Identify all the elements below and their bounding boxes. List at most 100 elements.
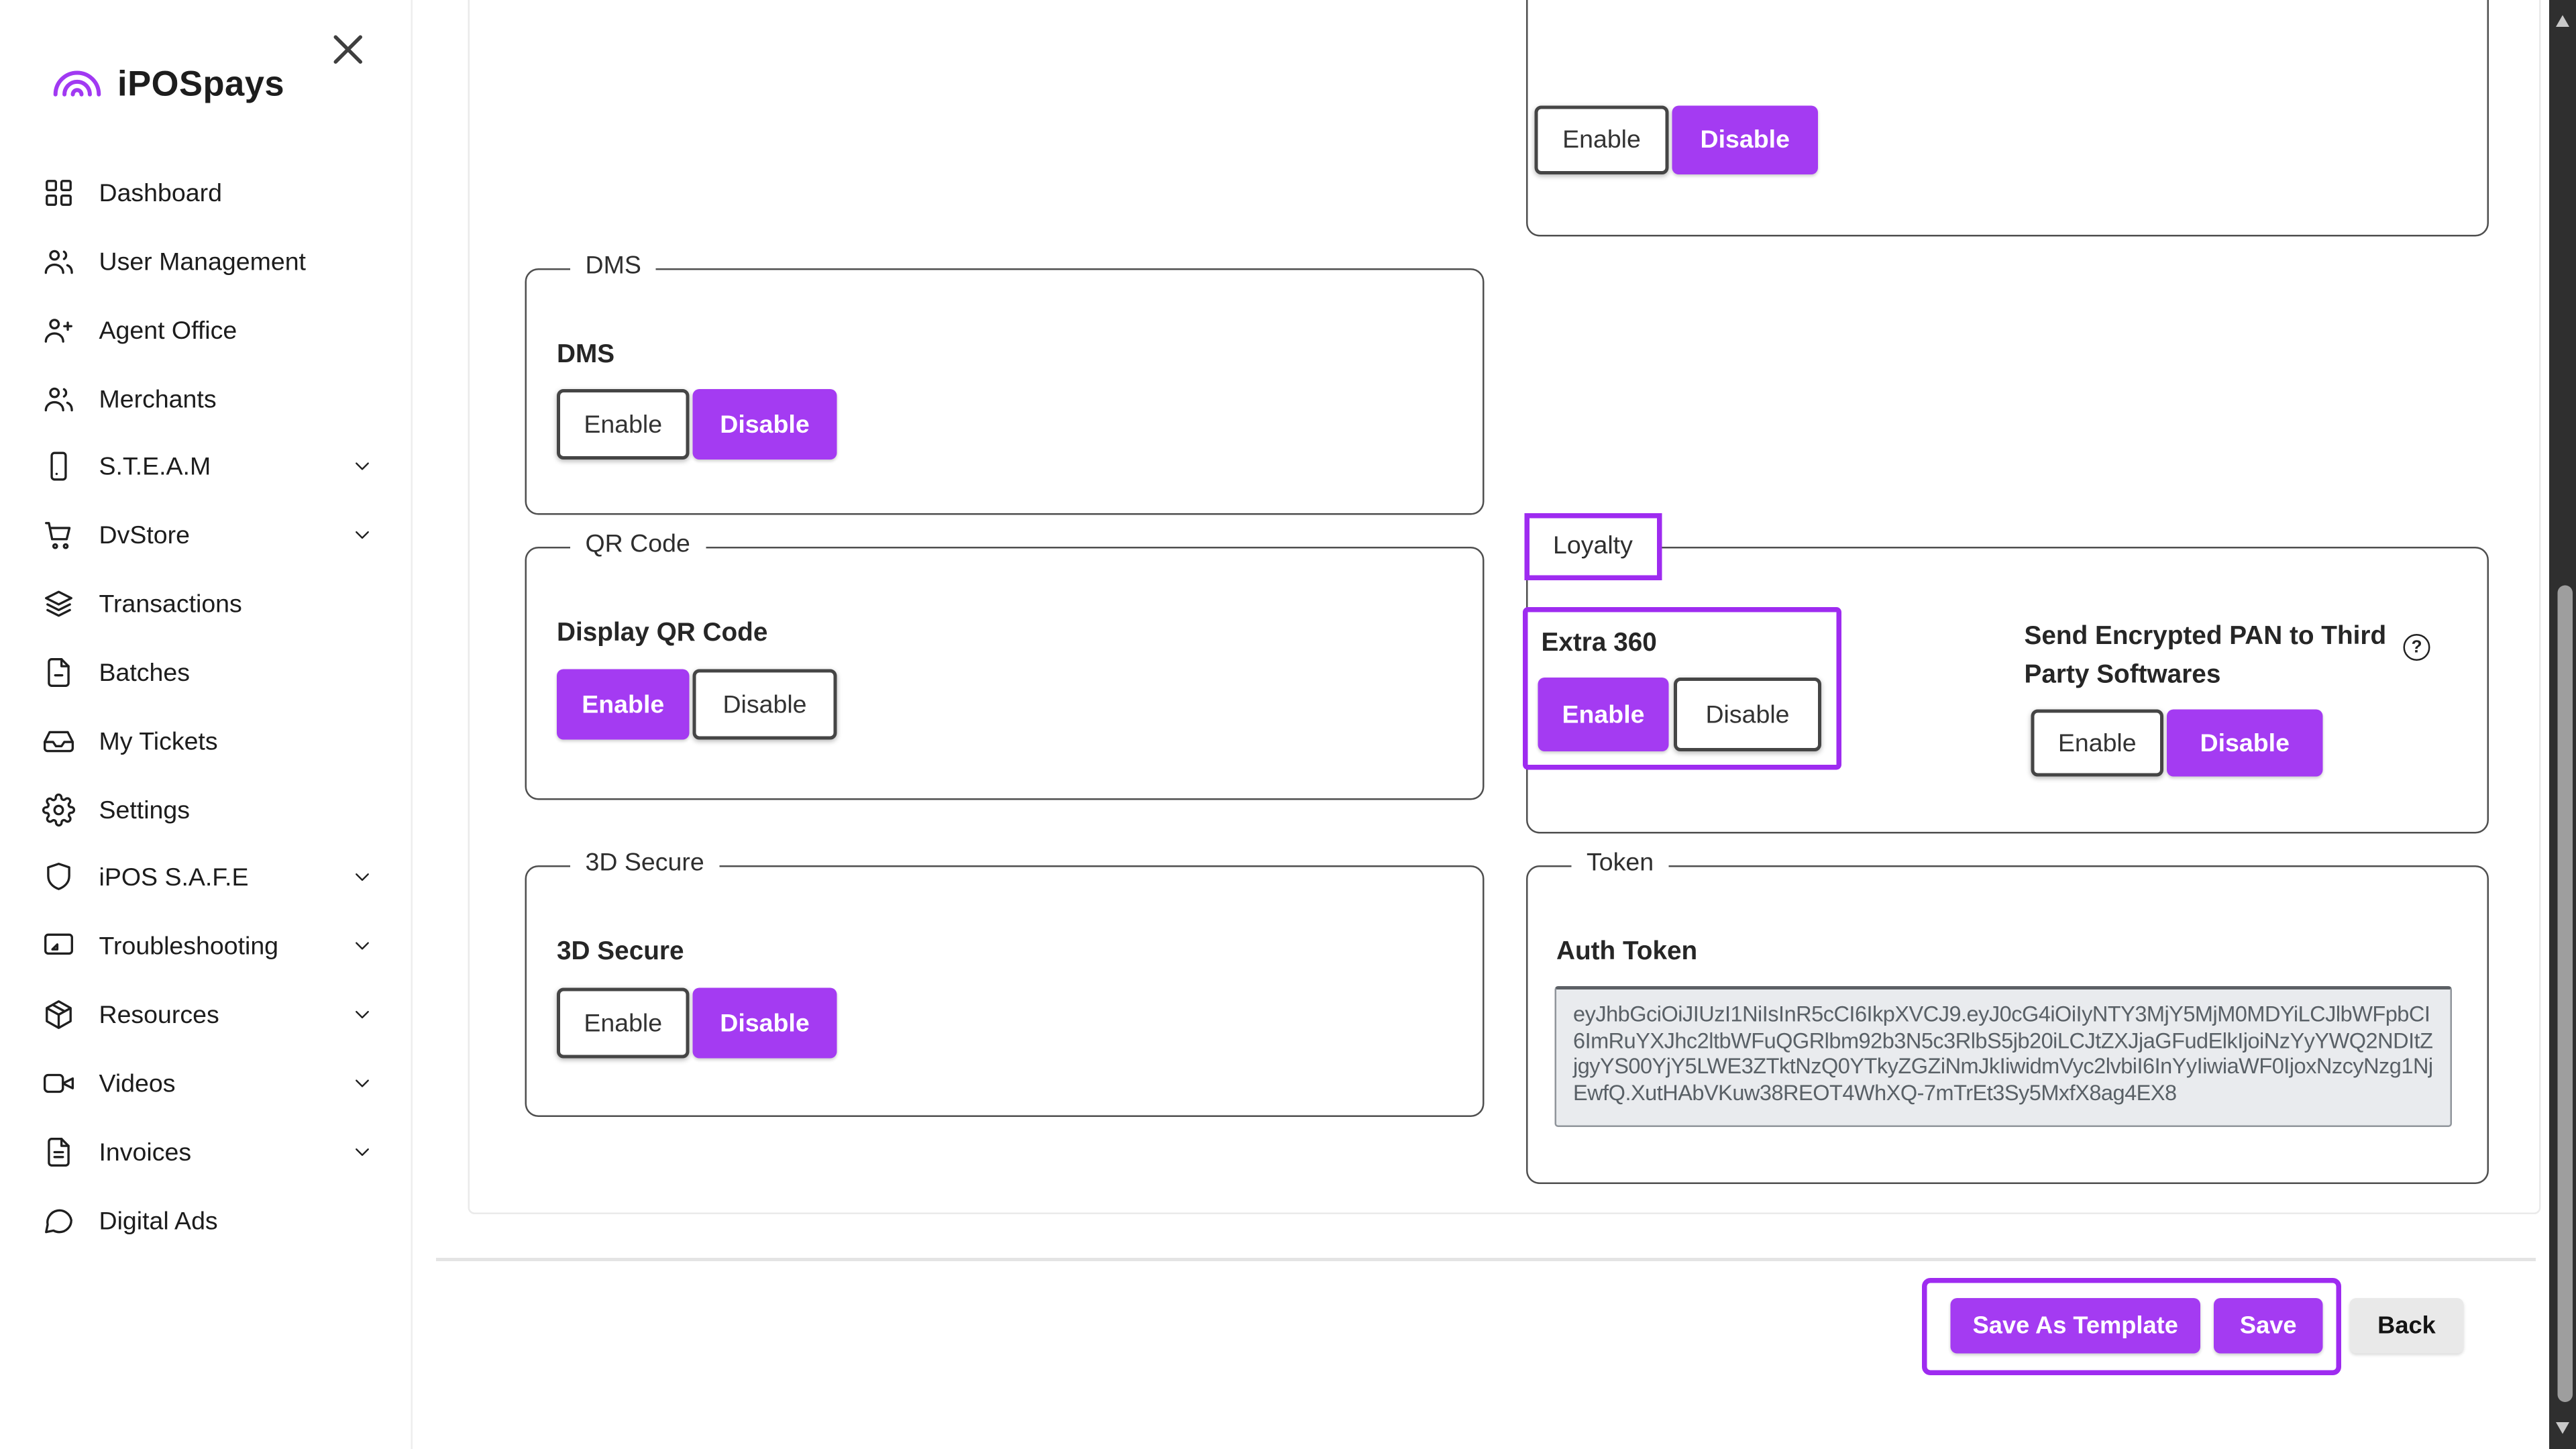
sidebar-item-steam[interactable]: S.T.E.A.M	[42, 445, 374, 488]
screen-share-icon	[44, 933, 73, 955]
shield-icon	[47, 863, 70, 890]
three-d-secure-label: 3D Secure	[557, 937, 684, 967]
sidebar-item-label: Videos	[99, 1069, 176, 1098]
enable-button[interactable]: Enable	[2031, 709, 2163, 777]
fieldset-legend: DMS	[570, 252, 657, 280]
scrollbar-up-arrow-icon[interactable]	[2556, 15, 2569, 27]
file-icon	[48, 658, 70, 687]
brand-name: iPOSpays	[117, 64, 285, 103]
sidebar-item-label: Invoices	[99, 1138, 192, 1167]
sidebar-item-label: S.T.E.A.M	[99, 451, 211, 481]
sidebar-item-dvstore[interactable]: DvStore	[42, 513, 374, 557]
sidebar-item-user-management[interactable]: User Management	[42, 240, 374, 284]
sidebar-item-label: Agent Office	[99, 316, 237, 345]
loyalty-legend-highlight: Loyalty	[1524, 513, 1662, 580]
sidebar-item-ipos-safe[interactable]: iPOS S.A.F.E	[42, 855, 374, 899]
cart-icon	[45, 522, 71, 549]
extra-360-highlight	[1523, 607, 1841, 770]
enable-button[interactable]: Enable	[1538, 678, 1669, 751]
dms-label: DMS	[557, 340, 615, 370]
video-icon	[44, 1073, 74, 1093]
chevron-down-icon	[351, 934, 374, 958]
sidebar-item-agent-office[interactable]: Agent Office	[42, 309, 374, 352]
user-plus-icon	[44, 319, 72, 343]
fieldset-legend: Token	[1571, 849, 1669, 877]
layers-icon	[45, 590, 72, 617]
smartphone-icon	[50, 451, 67, 481]
sidebar-item-label: Transactions	[99, 589, 242, 619]
sidebar-item-label: Digital Ads	[99, 1206, 218, 1236]
chevron-down-icon	[351, 455, 374, 478]
sidebar-item-label: iPOS S.A.F.E	[99, 863, 249, 892]
disable-button[interactable]: Disable	[692, 669, 837, 740]
fieldset-loyalty: Loyalty Extra 360 Enable Disable Send En…	[1523, 513, 2489, 834]
users-icon	[44, 250, 73, 274]
sidebar-item-label: User Management	[99, 247, 307, 276]
enable-button[interactable]: Enable	[557, 669, 690, 740]
save-button[interactable]: Save	[2214, 1298, 2323, 1354]
help-glyph: ?	[2411, 637, 2422, 657]
fieldset-legend: Loyalty	[1553, 531, 1633, 561]
sidebar-item-transactions[interactable]: Transactions	[42, 582, 374, 626]
scrollbar-thumb[interactable]	[2557, 585, 2573, 1402]
sidebar-item-label: Settings	[99, 796, 191, 824]
display-qr-code-label: Display QR Code	[557, 619, 768, 648]
enable-button[interactable]: Enable	[557, 987, 690, 1059]
sidebar-item-videos[interactable]: Videos	[42, 1062, 374, 1106]
disable-button[interactable]: Disable	[1674, 678, 1821, 751]
rainbow-logo-icon	[47, 60, 107, 109]
back-button[interactable]: Back	[2349, 1298, 2464, 1354]
sidebar-item-my-tickets[interactable]: My Tickets	[42, 720, 374, 763]
sidebar-item-digital-ads[interactable]: Digital Ads	[42, 1199, 374, 1243]
sidebar-item-resources[interactable]: Resources	[42, 993, 374, 1036]
chevron-down-icon	[351, 865, 374, 889]
disable-button[interactable]: Disable	[2167, 709, 2323, 777]
sidebar-item-troubleshooting[interactable]: Troubleshooting	[42, 924, 374, 968]
close-icon[interactable]	[332, 34, 366, 67]
file-text-icon	[48, 1138, 70, 1167]
save-as-template-button[interactable]: Save As Template	[1950, 1298, 2200, 1354]
fieldset-legend: QR Code	[570, 530, 706, 559]
sidebar-item-dashboard[interactable]: Dashboard	[42, 171, 374, 215]
chevron-down-icon	[351, 1140, 374, 1164]
sidebar-item-settings[interactable]: Settings	[42, 788, 374, 832]
fieldset-partial-top: Enable Disable	[1526, 0, 2489, 237]
enable-button[interactable]: Enable	[557, 389, 690, 460]
fieldset-3d-secure: 3D Secure 3D Secure Enable Disable	[525, 849, 1485, 1117]
gear-icon	[42, 793, 76, 827]
disable-button[interactable]: Disable	[692, 389, 837, 460]
sidebar-item-batches[interactable]: Batches	[42, 651, 374, 694]
scrollbar-down-arrow-icon[interactable]	[2556, 1422, 2569, 1434]
sidebar: iPOSpays	[0, 0, 413, 1449]
enable-button[interactable]: Enable	[1534, 105, 1669, 174]
sidebar-item-merchants[interactable]: Merchants	[42, 378, 374, 421]
extra-360-label: Extra 360	[1541, 629, 1657, 658]
help-icon[interactable]: ?	[2403, 634, 2430, 661]
chevron-down-icon	[351, 1003, 374, 1026]
brand-logo: iPOSpays	[47, 60, 284, 109]
fieldset-qr-code: QR Code Display QR Code Enable Disable	[525, 530, 1485, 800]
disable-button[interactable]: Disable	[692, 987, 837, 1059]
sidebar-item-invoices[interactable]: Invoices	[42, 1130, 374, 1174]
fieldset-legend: 3D Secure	[570, 849, 720, 877]
auth-token-label: Auth Token	[1556, 937, 1698, 967]
fieldset-dms: DMS DMS Enable Disable	[525, 252, 1485, 515]
grid-icon	[46, 180, 72, 206]
inbox-icon	[44, 731, 74, 753]
chevron-down-icon	[351, 523, 374, 547]
sidebar-item-label: Dashboard	[99, 178, 222, 207]
chevron-down-icon	[351, 1072, 374, 1095]
footer-divider	[436, 1258, 2536, 1260]
send-pan-label-line2: Party Softwares	[2024, 661, 2221, 690]
auth-token-field[interactable]: eyJhbGciOiJIUzI1NiIsInR5cCI6IkpXVCJ9.eyJ…	[1554, 986, 2452, 1127]
save-buttons-highlight	[1922, 1278, 2341, 1375]
sidebar-item-label: Troubleshooting	[99, 931, 279, 961]
sidebar-item-label: My Tickets	[99, 727, 218, 756]
disable-button[interactable]: Disable	[1672, 105, 1818, 174]
sidebar-item-label: DvStore	[99, 521, 190, 549]
sidebar-item-label: Batches	[99, 658, 191, 687]
sidebar-item-label: Merchants	[99, 384, 217, 414]
users-icon	[44, 387, 73, 412]
package-icon	[46, 1000, 72, 1029]
message-circle-icon	[45, 1209, 72, 1234]
